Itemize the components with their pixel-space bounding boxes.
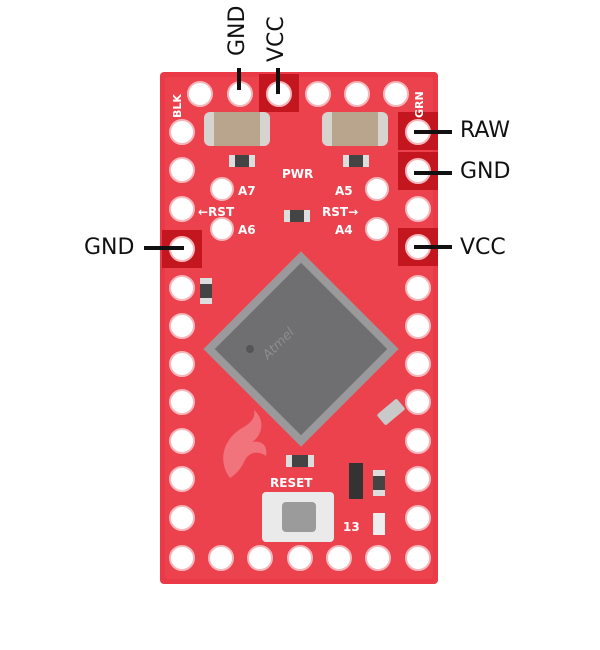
left-pin-column	[169, 119, 195, 531]
silk-a7: A7	[238, 184, 256, 198]
smd-parts	[200, 155, 405, 535]
silk-blk: BLK	[171, 94, 184, 118]
silk-13: 13	[343, 520, 360, 534]
silk-reset: RESET	[270, 476, 313, 490]
label-top-gnd: GND	[225, 5, 250, 56]
silk-a4: A4	[335, 223, 353, 237]
silk-a6: A6	[238, 223, 256, 237]
label-top-vcc: VCC	[264, 16, 289, 62]
silk-grn: GRN	[413, 91, 426, 118]
capacitor-right	[322, 112, 388, 146]
label-left-gnd: GND	[84, 235, 135, 260]
label-right-gnd: GND	[460, 159, 511, 184]
silk-rst-left: ←RST	[198, 205, 235, 219]
silk-rst-right: RST→	[322, 205, 358, 219]
label-right-vcc: VCC	[460, 235, 506, 260]
reset-button-graphic	[262, 492, 334, 542]
capacitor-left	[204, 112, 270, 146]
bottom-pin-row	[169, 545, 431, 571]
sparkfun-logo	[223, 410, 267, 478]
callout-lines	[144, 68, 452, 250]
silk-a5: A5	[335, 184, 353, 198]
label-right-raw: RAW	[460, 118, 510, 143]
silk-pwr: PWR	[282, 167, 313, 181]
analog-pins	[210, 177, 389, 241]
